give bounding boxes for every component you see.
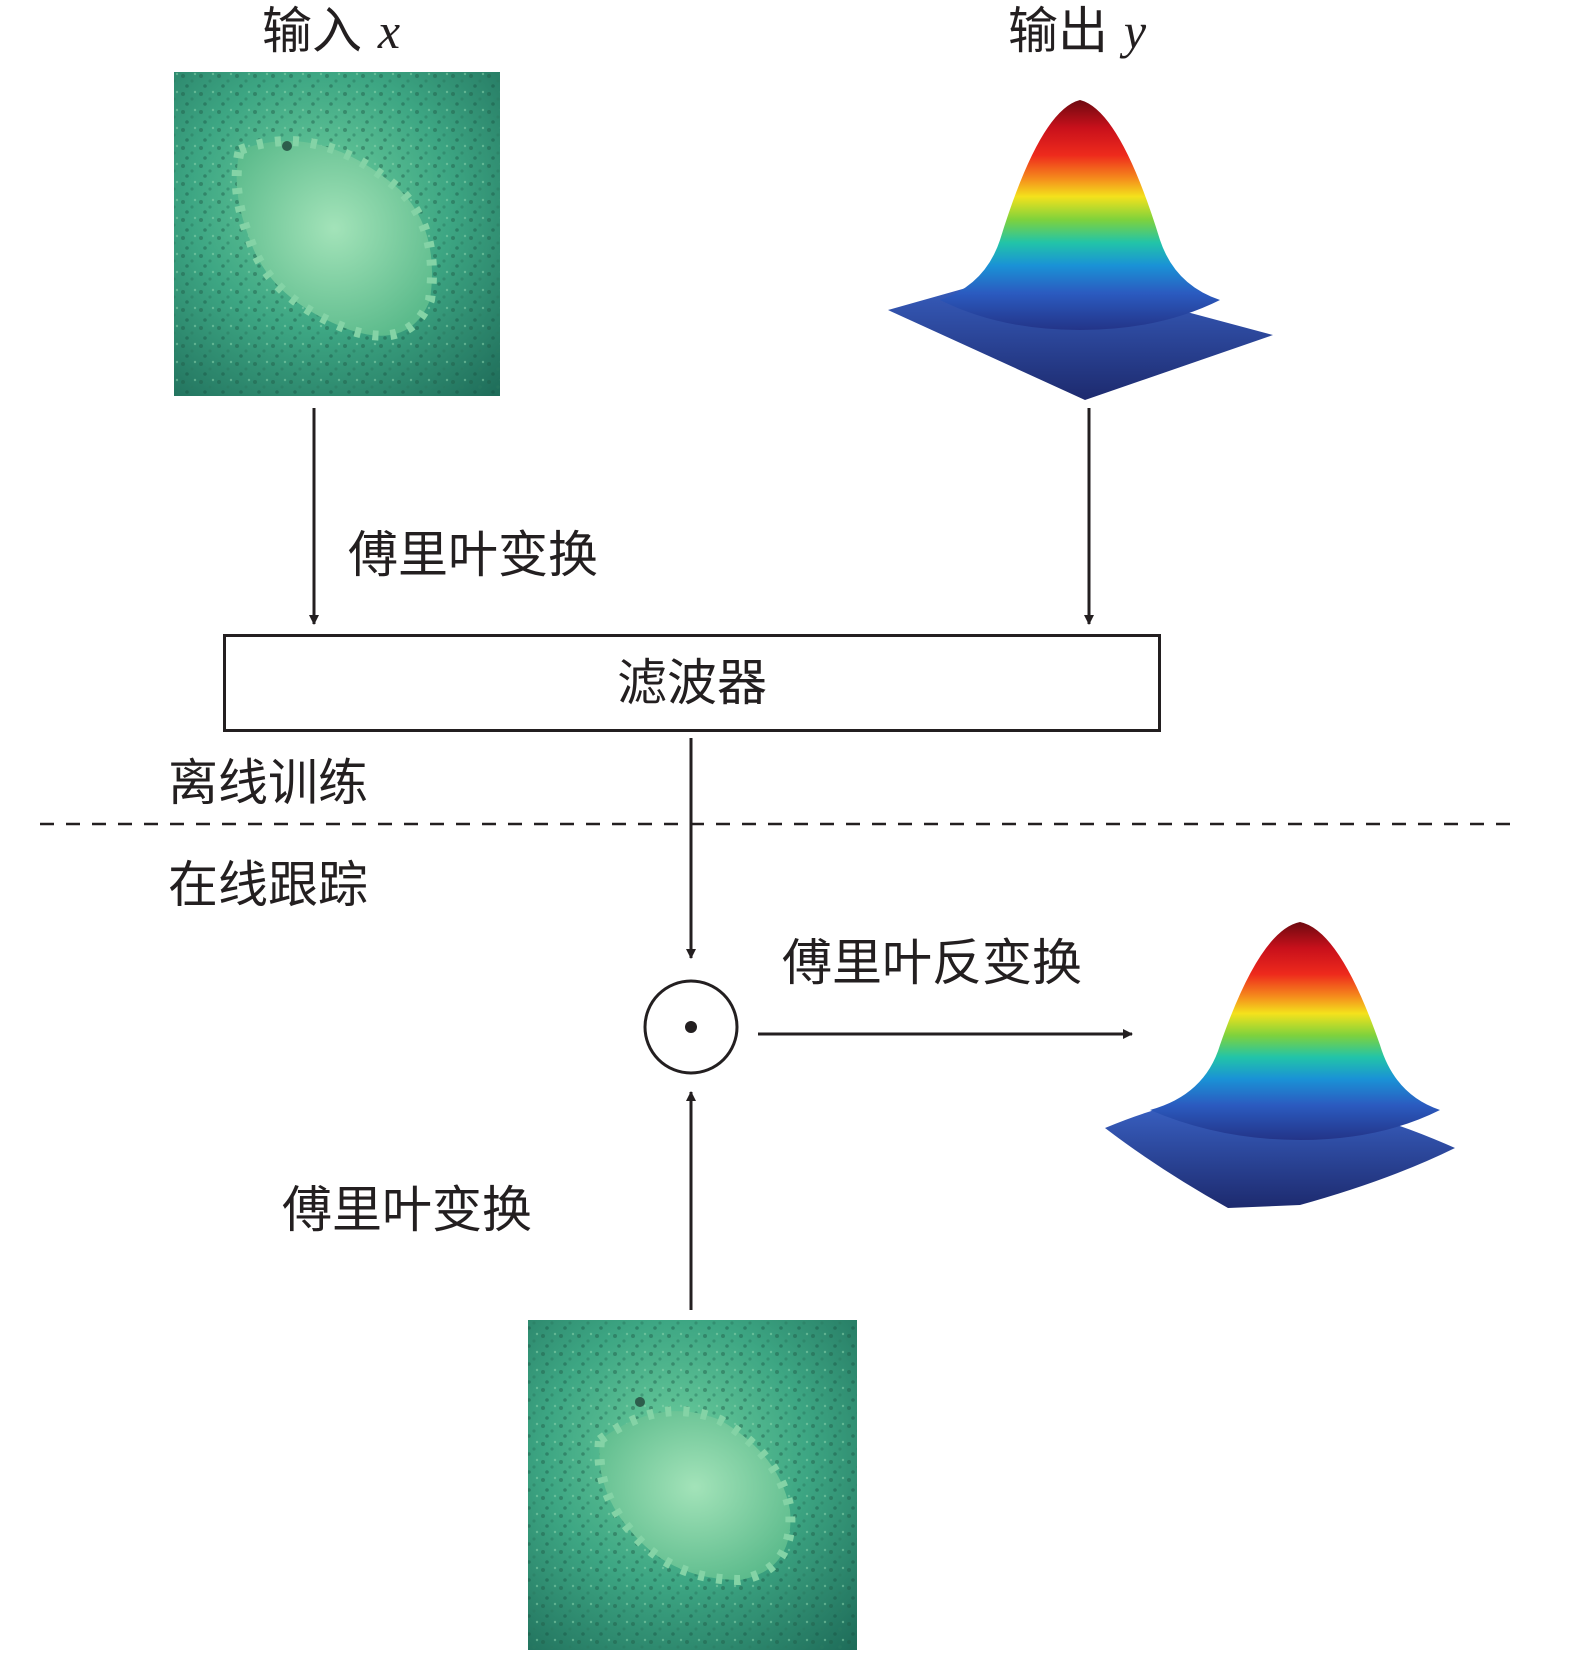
search-image	[528, 1320, 857, 1650]
elementwise-product-operator	[643, 979, 739, 1075]
input-label: 输入 x	[262, 6, 400, 56]
input-variable: x	[377, 3, 401, 59]
online-tracking-label: 在线跟踪	[168, 856, 368, 914]
filter-label: 滤波器	[617, 654, 767, 712]
filter-box: 滤波器	[223, 634, 1161, 732]
output-gaussian-surface	[888, 100, 1273, 400]
output-label: 输出 y	[1008, 6, 1146, 56]
input-label-text: 输入	[262, 2, 362, 60]
fft-label-bottom: 傅里叶变换	[282, 1181, 532, 1239]
ifft-label: 傅里叶反变换	[782, 934, 1082, 992]
fft-label-top: 傅里叶变换	[348, 526, 598, 584]
output-variable: y	[1123, 3, 1147, 59]
offline-training-label: 离线训练	[168, 754, 368, 812]
input-image	[174, 72, 500, 396]
response-surface	[1105, 922, 1455, 1208]
output-label-text: 输出	[1008, 2, 1108, 60]
